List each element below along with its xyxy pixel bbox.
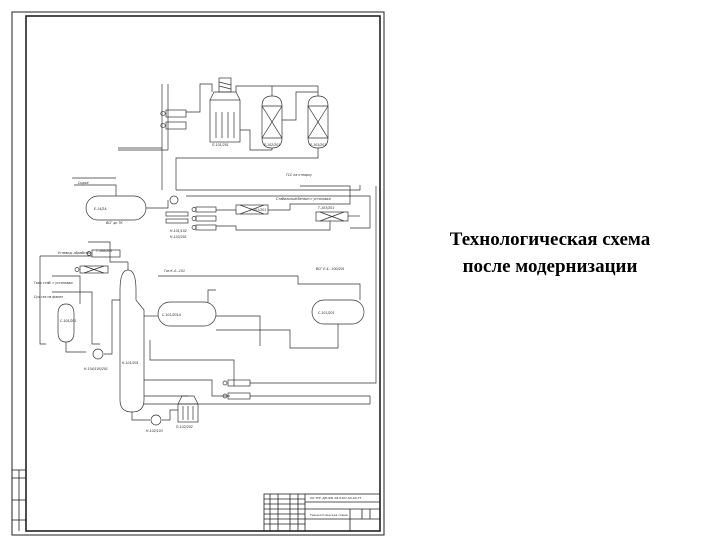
label-gas2: Газы стаб. с установки bbox=[34, 281, 73, 285]
caption-line-1: Технологическая схема bbox=[449, 229, 651, 250]
inner-frame bbox=[25, 15, 381, 532]
heater-bottom bbox=[177, 395, 199, 423]
title-block bbox=[263, 493, 381, 532]
hx-left-top bbox=[86, 249, 121, 258]
title-block-code: ХО ТПГ-ДП-ФФ-18-0107-00-00-ТТ bbox=[310, 496, 362, 500]
label-e14: Е-14/2А bbox=[94, 207, 107, 211]
reactor-2 bbox=[307, 86, 329, 149]
separator-mid bbox=[157, 301, 217, 327]
label-pump-bottom: Н-102/103 bbox=[146, 429, 163, 433]
label-sep-left: С-105/201 bbox=[60, 319, 77, 323]
hx-t102 bbox=[235, 204, 269, 215]
label-pump-top: Н-101/102 bbox=[170, 229, 187, 233]
binding-strip bbox=[12, 469, 26, 531]
column-k101 bbox=[119, 262, 145, 413]
label-sep-mid: С-101/201А bbox=[162, 313, 181, 317]
label-feed-line: ВСГ до ТК bbox=[106, 221, 123, 225]
label-dry: Сух.газ на факел bbox=[34, 295, 63, 299]
label-hx-t103: Т-103/201 bbox=[318, 206, 334, 210]
label-heater-top: П-101/201 bbox=[212, 143, 229, 147]
label-fuel: Углевод. обработка bbox=[58, 251, 91, 255]
label-pump-mid: Н-103/201 bbox=[170, 235, 187, 239]
separator-left bbox=[57, 303, 75, 343]
label-vsg2: ВСГ Е-4...100/201 bbox=[316, 267, 345, 271]
hx-t103 bbox=[315, 211, 349, 222]
hx-stack-top bbox=[160, 84, 187, 190]
hx-left-mid bbox=[74, 265, 109, 274]
label-sep-right: С-101/201 bbox=[318, 311, 335, 315]
heater-top bbox=[209, 77, 241, 143]
pump-left bbox=[92, 348, 104, 360]
pump-bottom bbox=[150, 414, 162, 426]
hx-bottom-stack bbox=[222, 379, 251, 400]
label-stable: Стабильный бензин с установки bbox=[276, 197, 331, 201]
label-hx-left-top: Т-108/201 bbox=[96, 249, 112, 253]
pump-top bbox=[169, 195, 179, 205]
label-feed: Сырьё bbox=[78, 181, 89, 185]
title-block-title: Технологическая схема bbox=[309, 513, 348, 517]
label-reactor3: Р-103/201 bbox=[310, 143, 326, 147]
label-column: К-101/201 bbox=[122, 361, 139, 365]
label-gaz: Газ К-4...101 bbox=[164, 269, 185, 273]
vessel-e14 bbox=[74, 184, 147, 221]
reactor-1 bbox=[261, 86, 283, 149]
caption-line-2: после модернизации bbox=[462, 256, 638, 277]
label-gas: ГСС на отпарку bbox=[286, 173, 312, 177]
hx-mid-stack bbox=[165, 206, 217, 231]
outer-frame bbox=[11, 11, 385, 536]
label-reactor2: Р-102/201 bbox=[264, 143, 280, 147]
label-hx-t102: Т-101/201 bbox=[250, 208, 266, 212]
label-pump-left: Н-104/105/201 bbox=[84, 367, 108, 371]
label-heater-bottom: П-102/202 bbox=[176, 425, 193, 429]
